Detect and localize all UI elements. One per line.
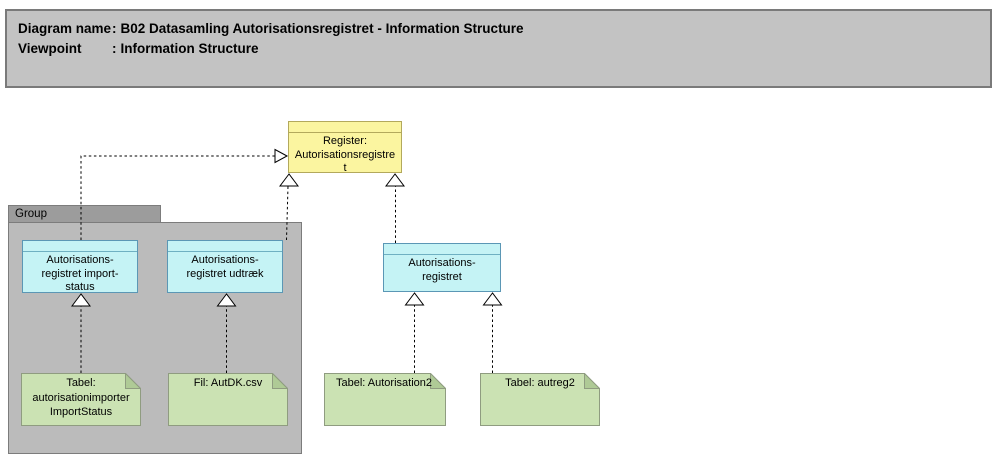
node-label: Autorisations- registret import- status	[23, 252, 137, 295]
node-label-line: registret udtræk	[186, 267, 264, 280]
relationship-noteautreg2-to-autreg[interactable]	[482, 292, 503, 373]
viewpoint-label: Viewpoint	[18, 41, 82, 56]
object-header-band	[289, 122, 401, 133]
diagram-name-label: Diagram name	[18, 21, 112, 36]
node-autorisationsregistret-udtraek[interactable]: Autorisations- registret udtræk	[167, 240, 283, 293]
note-fil-autdk-csv[interactable]: Fil: AutDK.csv	[168, 373, 288, 426]
node-autorisationsregistret-import-status[interactable]: Autorisations- registret import- status	[22, 240, 138, 293]
note-shape	[21, 373, 141, 426]
node-label-line: Register:	[322, 135, 368, 147]
node-label-line: registret import-	[41, 267, 119, 280]
viewpoint-row: Viewpoint:Information Structure	[18, 39, 990, 59]
note-label-line: autorisationimporter	[32, 391, 130, 404]
diagram-name-value: B02 Datasamling Autorisationsregistret -…	[120, 21, 524, 36]
node-label: Autorisations- registret udtræk	[168, 252, 282, 281]
viewpoint-value: Information Structure	[120, 41, 259, 56]
note-tabel-autreg2[interactable]: Tabel: autreg2	[480, 373, 600, 426]
relationship-noteautorisation2-to-autreg[interactable]	[404, 292, 425, 373]
note-label-line: Tabel: Autorisation2	[335, 377, 432, 389]
note-label: Fil: AutDK.csv	[168, 373, 288, 426]
group-label: Group	[15, 208, 47, 220]
note-shape	[168, 373, 288, 426]
note-tabel-autorisationimporterimportstatus[interactable]: Tabel: autorisationimporter ImportStatus	[21, 373, 141, 426]
viewpoint-separator: :	[112, 41, 117, 56]
node-autorisationsregistret[interactable]: Autorisations- registret	[383, 243, 501, 292]
node-label-line: status	[65, 281, 95, 293]
group-tab[interactable]: Group	[8, 205, 161, 222]
note-shape	[480, 373, 600, 426]
diagram-title-block: Diagram name:B02 Datasamling Autorisatio…	[5, 9, 992, 88]
node-label-line: Autorisations-	[191, 254, 259, 266]
object-header-band	[23, 241, 137, 252]
object-header-band	[384, 244, 500, 255]
note-label: Tabel: autorisationimporter ImportStatus	[21, 373, 141, 426]
node-register-autorisationsregistret[interactable]: Register: Autorisationsregistre t	[288, 121, 402, 176]
note-label-line: Fil: AutDK.csv	[193, 377, 263, 389]
note-label-line: Tabel:	[66, 377, 96, 389]
note-shape	[324, 373, 446, 426]
specialization-arrowhead-icon	[482, 292, 503, 306]
note-label: Tabel: Autorisation2	[324, 373, 444, 426]
node-label-line: t	[343, 162, 347, 174]
node-label-line: Autorisations-	[46, 254, 114, 266]
specialization-arrowhead-icon	[385, 173, 405, 187]
note-tabel-autorisation2[interactable]: Tabel: Autorisation2	[324, 373, 446, 426]
relationship-autreg-to-register[interactable]	[385, 173, 405, 243]
node-label-line: registret	[422, 270, 462, 283]
specialization-arrowhead-icon	[404, 292, 425, 306]
note-label: Tabel: autreg2	[480, 373, 600, 426]
node-label-line: Autorisationsregistre	[294, 148, 396, 161]
node-label: Autorisations- registret	[384, 255, 500, 284]
note-label-line: ImportStatus	[49, 406, 113, 418]
node-label: Register: Autorisationsregistre t	[289, 133, 401, 176]
specialization-arrowhead-icon	[274, 148, 289, 164]
node-label-line: Autorisations-	[408, 257, 476, 269]
specialization-arrowhead-icon	[279, 173, 299, 187]
diagram-name-row: Diagram name:B02 Datasamling Autorisatio…	[18, 19, 990, 39]
object-header-band	[168, 241, 282, 252]
note-label-line: Tabel: autreg2	[505, 377, 575, 389]
diagram-name-separator: :	[112, 21, 117, 36]
